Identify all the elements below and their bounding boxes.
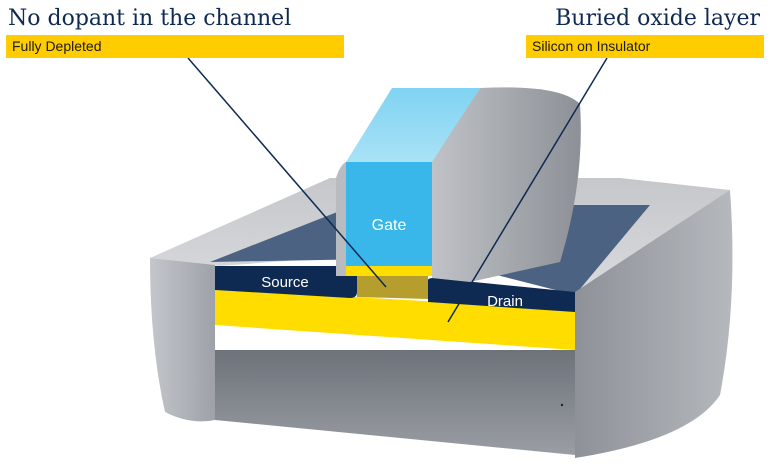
drain-region bbox=[428, 278, 575, 312]
gate-spacer bbox=[432, 87, 581, 282]
source-label: Source bbox=[261, 274, 309, 291]
gate-electrode bbox=[346, 162, 432, 266]
drain-label: Drain bbox=[487, 293, 523, 310]
callout-line-right bbox=[447, 57, 608, 323]
gate-label: Gate bbox=[372, 217, 407, 234]
callout-subtitle-right: Silicon on Insulator bbox=[526, 35, 764, 58]
gate-dielectric bbox=[346, 266, 432, 276]
dot-mark bbox=[560, 403, 564, 407]
gate-left-spacer bbox=[336, 162, 346, 276]
substrate-right-wall bbox=[575, 190, 733, 458]
substrate-floor bbox=[215, 350, 575, 455]
substrate-left-wall bbox=[150, 258, 215, 422]
callout-title-left: No dopant in the channel bbox=[8, 6, 292, 31]
channel-region bbox=[357, 276, 428, 299]
callout-line-left bbox=[187, 57, 387, 288]
source-region bbox=[215, 266, 357, 298]
callout-subtitle-left: Fully Depleted bbox=[6, 35, 344, 58]
callout-title-right: Buried oxide layer bbox=[555, 6, 760, 31]
gate-top-face bbox=[346, 88, 480, 162]
